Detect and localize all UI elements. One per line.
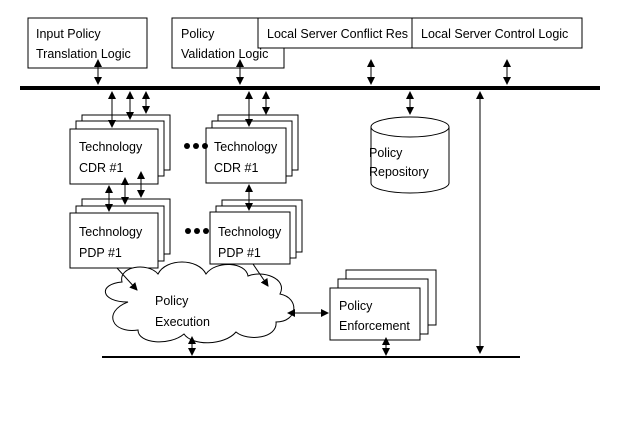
local-server-control-box: Local Server Control Logic — [411, 17, 583, 49]
technology-cdr-right-line2: CDR #1 — [214, 161, 259, 175]
cdr-ellipsis-dots — [184, 143, 208, 149]
bus-cdr-right-connectors — [245, 91, 270, 127]
policy-repository-line1: Policy — [369, 146, 403, 160]
technology-cdr-stack-left: Technology CDR #1 — [69, 114, 171, 185]
policy-enforcement-stack: Policy Enforcement — [329, 269, 437, 341]
technology-cdr-left-line2: CDR #1 — [79, 161, 124, 175]
policy-execution-line1: Policy — [155, 294, 189, 308]
local-server-control-label: Local Server Control Logic — [421, 27, 568, 41]
pdp-left-to-execution-arrow — [116, 267, 138, 291]
technology-pdp-left-line2: PDP #1 — [79, 246, 122, 260]
policy-execution-line2: Execution — [155, 315, 210, 329]
policy-execution-cloud: Policy Execution — [104, 261, 295, 344]
policy-repository-line2: Repository — [369, 165, 429, 179]
policy-enforcement-line2: Enforcement — [339, 319, 410, 333]
cdr-pdp-left-connectors — [105, 171, 145, 212]
policy-enforcement-line1: Policy — [339, 299, 373, 313]
technology-pdp-left-line1: Technology — [79, 225, 143, 239]
technology-cdr-right-line1: Technology — [214, 140, 278, 154]
input-policy-label-line2: Translation Logic — [36, 47, 131, 61]
technology-pdp-stack-right: Technology PDP #1 — [209, 199, 303, 265]
technology-pdp-right-line1: Technology — [218, 225, 282, 239]
pdp-ellipsis-dots — [185, 228, 209, 234]
input-policy-translation-box: Input Policy Translation Logic — [27, 17, 148, 69]
bus-cdr-left-connectors — [108, 91, 150, 128]
technology-pdp-right-line2: PDP #1 — [218, 246, 261, 260]
local-server-conflict-box: Local Server Conflict Res — [257, 17, 421, 49]
policy-validation-label-line1: Policy — [181, 27, 215, 41]
technology-cdr-left-line1: Technology — [79, 140, 143, 154]
policy-repository-cylinder: Policy Repository — [369, 116, 450, 194]
input-policy-label-line1: Input Policy — [36, 27, 101, 41]
technology-pdp-stack-left: Technology PDP #1 — [69, 198, 171, 269]
local-server-conflict-label: Local Server Conflict Res — [267, 27, 408, 41]
policy-validation-label-line2: Validation Logic — [181, 47, 268, 61]
pdp-right-to-execution-arrow — [252, 263, 269, 287]
technology-cdr-stack-right: Technology CDR #1 — [205, 114, 299, 184]
